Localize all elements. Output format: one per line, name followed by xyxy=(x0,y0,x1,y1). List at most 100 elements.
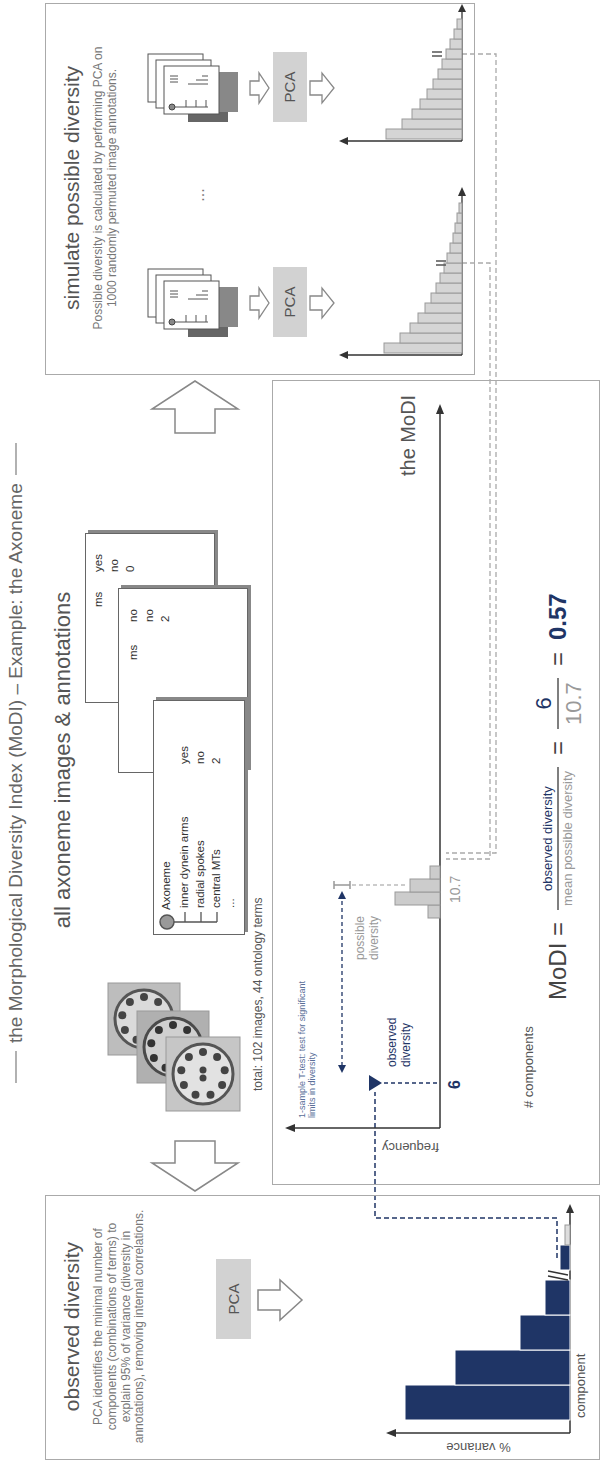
axis xyxy=(394,1432,570,1434)
panel-heading: the MoDI xyxy=(397,395,420,476)
fraction-bar xyxy=(557,678,559,729)
panel-heading: observed diversity xyxy=(60,1194,84,1459)
section-heading: all axoneme images & annotations xyxy=(50,510,75,1010)
hollow-arrow xyxy=(152,381,238,433)
hollow-arrow xyxy=(310,73,334,103)
fraction-bar xyxy=(557,767,559,910)
annotation-text: no xyxy=(194,751,207,764)
axis-head xyxy=(386,1429,396,1437)
annotation-text: ms xyxy=(92,592,105,607)
annotation-text: no xyxy=(143,609,156,622)
bar xyxy=(565,1225,570,1245)
annotation-text: yes xyxy=(92,554,105,572)
variance-chart xyxy=(375,1092,574,1437)
hollow-arrow xyxy=(250,73,269,103)
title: the Morphological Diversity Index (MoDI)… xyxy=(5,483,27,1043)
bar xyxy=(545,1280,570,1315)
axis-head xyxy=(285,1124,295,1132)
annotation-text: 2 xyxy=(159,616,172,622)
annotation-stack xyxy=(148,269,238,337)
arrow-head xyxy=(338,1065,346,1073)
axis-label: # components xyxy=(522,1026,537,1108)
note: total: 102 images, 44 ontology terms xyxy=(252,898,266,1091)
micrograph xyxy=(166,1037,240,1111)
axis-label: component xyxy=(574,1354,589,1418)
title-rule xyxy=(15,443,16,475)
panel-box: observed diversity PCA identifies the min… xyxy=(45,1195,600,1460)
formula-text: = xyxy=(544,741,572,755)
process-label: PCA xyxy=(225,1284,242,1315)
annotation-text: Axoneme xyxy=(160,861,173,910)
formula-text: MoDI = xyxy=(544,922,572,1000)
formula-numerator: observed diversity xyxy=(541,786,556,891)
axis xyxy=(439,413,441,1128)
bar xyxy=(455,1350,570,1385)
bar xyxy=(395,892,440,905)
bar xyxy=(560,1245,570,1270)
process-box: PCA xyxy=(216,1259,251,1339)
axis-head xyxy=(566,1204,574,1213)
panel-note: Possible diversity is calculated by perf… xyxy=(92,42,120,334)
comparison-line xyxy=(341,898,342,1066)
axis xyxy=(294,1127,440,1129)
observed-marker xyxy=(369,1075,382,1091)
annotation-stack xyxy=(148,54,238,122)
permutation-chart xyxy=(339,4,466,145)
series-label: observed diversity xyxy=(386,1003,414,1067)
axis-label: frequency xyxy=(381,1139,438,1154)
axis-break xyxy=(548,1276,568,1280)
test-note: 1-sample T-test: test for significant li… xyxy=(297,978,318,1118)
error-bar xyxy=(334,881,350,889)
formula-text: = xyxy=(544,652,572,666)
title-rule xyxy=(15,1051,16,1083)
arrow-head xyxy=(338,891,346,899)
bar xyxy=(410,879,440,892)
formula-denominator: 10.7 xyxy=(561,682,586,725)
leader-line xyxy=(375,1092,557,1258)
annotation-text: no xyxy=(127,609,140,622)
leader-line xyxy=(352,884,408,885)
annotation-text: radial spokes xyxy=(194,840,207,908)
process-label: PCA xyxy=(281,72,298,103)
hollow-arrow xyxy=(310,288,334,318)
annotation-text: inner dynein arms xyxy=(178,817,191,908)
panel-heading: simulate possible diversity xyxy=(60,2,84,374)
hollow-arrow xyxy=(258,1280,302,1320)
annotation-card: Axoneme inner dynein arms yes radial spokes… xyxy=(153,700,245,935)
hollow-arrow xyxy=(250,288,269,318)
panel-box: simulate possible diversity Possible dive… xyxy=(45,3,475,375)
value-label: 6 xyxy=(446,1080,464,1089)
frequency-chart xyxy=(285,54,496,1132)
process-label: PCA xyxy=(281,287,298,318)
hollow-arrow xyxy=(152,1141,238,1191)
process-box: PCA xyxy=(273,52,307,122)
annotation-text: ms xyxy=(127,645,140,660)
leader-line xyxy=(384,1082,438,1083)
ellipsis: ... xyxy=(190,170,208,220)
value-label: 10.7 xyxy=(447,876,463,903)
panel-note: PCA identifies the minimal number of com… xyxy=(92,1208,147,1445)
bar xyxy=(405,1385,570,1420)
axis-label: % variance xyxy=(446,1439,510,1454)
series-label: possible diversity xyxy=(354,908,382,968)
annotation-text: central MTs xyxy=(210,849,223,908)
panel-box: the MoDI xyxy=(272,380,600,1185)
bar xyxy=(428,905,440,918)
bar xyxy=(430,866,440,879)
bar xyxy=(520,1315,570,1350)
process-box: PCA xyxy=(273,267,307,337)
leader-line xyxy=(446,54,496,853)
annotation-text: ... xyxy=(224,898,237,908)
axis-head xyxy=(436,404,444,414)
formula-denominator: mean possible diversity xyxy=(561,771,576,906)
annotation-text: 0 xyxy=(124,566,137,572)
annotation-text: yes xyxy=(178,746,191,764)
axis-break xyxy=(548,1271,568,1275)
annotation-text: no xyxy=(108,559,121,572)
formula-result: 0.57 xyxy=(544,593,572,640)
formula-numerator: 6 xyxy=(531,697,556,709)
annotation-text: 2 xyxy=(210,758,223,764)
